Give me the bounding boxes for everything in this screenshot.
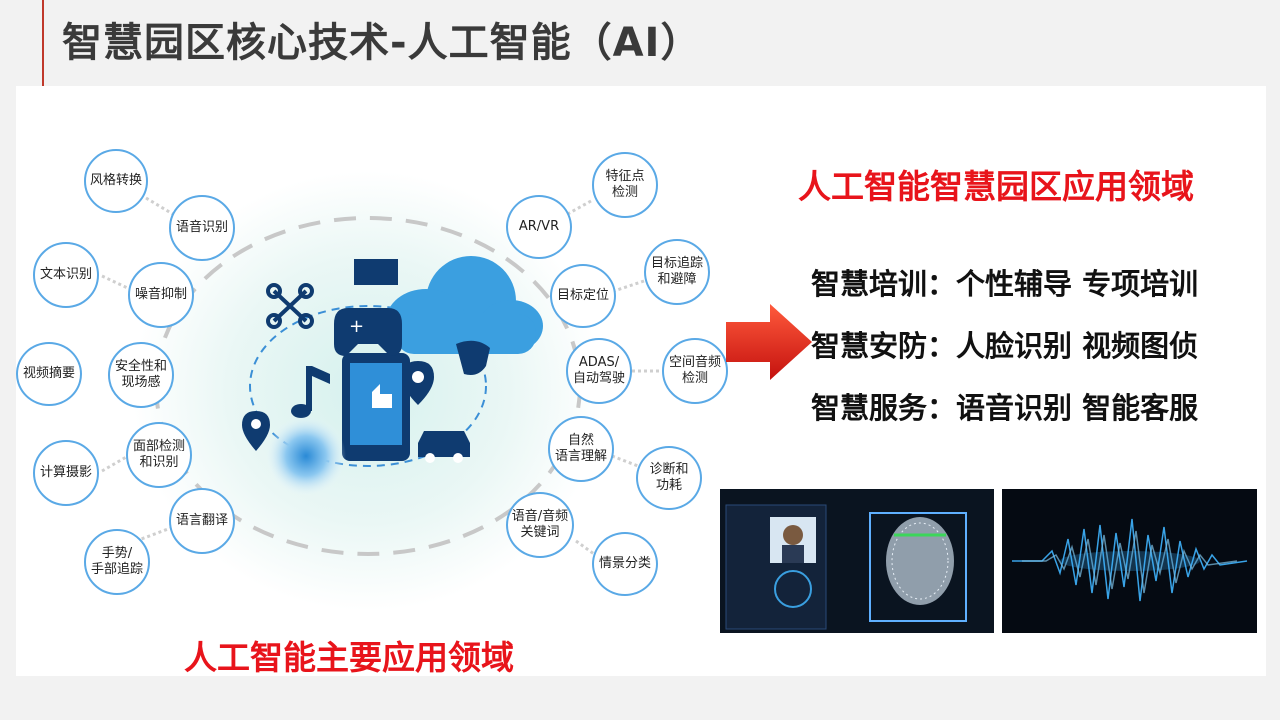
node-style-transfer: 风格转换	[84, 149, 148, 213]
right-arrow-icon	[726, 304, 812, 380]
node-adas: ADAS/ 自动驾驶	[566, 338, 632, 404]
map-marker-icon	[242, 411, 270, 451]
audio-waveform-image	[1002, 489, 1257, 633]
smart-service-line: 智慧服务：语音识别 智能客服	[811, 391, 1199, 425]
smartphone-icon	[342, 353, 410, 461]
node-nlu: 自然 语言理解	[548, 416, 614, 482]
location-pin-icon	[402, 361, 434, 405]
slide-content: +	[16, 86, 1266, 677]
title-accent-line	[42, 0, 44, 86]
node-ar-vr: AR/VR	[506, 195, 572, 259]
drone-icon	[266, 283, 314, 329]
gamepad-icon: +	[334, 308, 402, 356]
node-video-summary: 视频摘要	[16, 342, 82, 406]
package-icon	[354, 259, 398, 285]
car-icon	[418, 431, 470, 463]
smart-training-line: 智慧培训：个性辅导 专项培训	[811, 267, 1199, 301]
node-noise-suppression: 噪音抑制	[128, 262, 194, 328]
ai-application-caption: 人工智能主要应用领域	[184, 638, 514, 677]
signal-spot	[266, 416, 346, 496]
node-scene-classification: 情景分类	[592, 532, 658, 596]
node-computational-photography: 计算摄影	[33, 440, 99, 506]
cloud-icon	[386, 256, 543, 354]
node-diagnostics-power: 诊断和 功耗	[636, 446, 702, 510]
vr-headset-icon	[456, 340, 490, 375]
node-text-recognition: 文本识别	[33, 242, 99, 308]
node-language-translation: 语言翻译	[169, 488, 235, 554]
face-recognition-image	[720, 489, 994, 633]
node-keyword-spotting: 语音/音频 关键词	[506, 492, 574, 558]
slide-title: 智慧园区核心技术-人工智能（AI）	[62, 20, 702, 66]
park-application-list: 智慧培训：个性辅导 专项培训 智慧安防：人脸识别 视频图侦 智慧服务：语音识别 …	[811, 264, 1198, 450]
node-security-presence: 安全性和 现场感	[108, 342, 174, 408]
node-object-tracking: 目标追踪 和避障	[644, 239, 710, 305]
node-face-detection: 面部检测 和识别	[126, 422, 192, 488]
node-gesture-tracking: 手势/ 手部追踪	[84, 529, 150, 595]
music-note-icon	[291, 366, 330, 418]
ai-application-diagram: +	[101, 171, 662, 611]
park-application-caption: 人工智能智慧园区应用领域	[798, 167, 1194, 206]
node-feature-detection: 特征点 检测	[592, 152, 658, 218]
svg-text:+: +	[349, 316, 364, 337]
node-speech-recognition: 语音识别	[169, 195, 235, 261]
inner-ring	[249, 305, 487, 467]
smart-security-line: 智慧安防：人脸识别 视频图侦	[811, 329, 1199, 363]
title-bar: 智慧园区核心技术-人工智能（AI）	[0, 0, 1280, 86]
node-spatial-audio: 空间音频 检测	[662, 338, 728, 404]
node-object-localization: 目标定位	[550, 264, 616, 328]
